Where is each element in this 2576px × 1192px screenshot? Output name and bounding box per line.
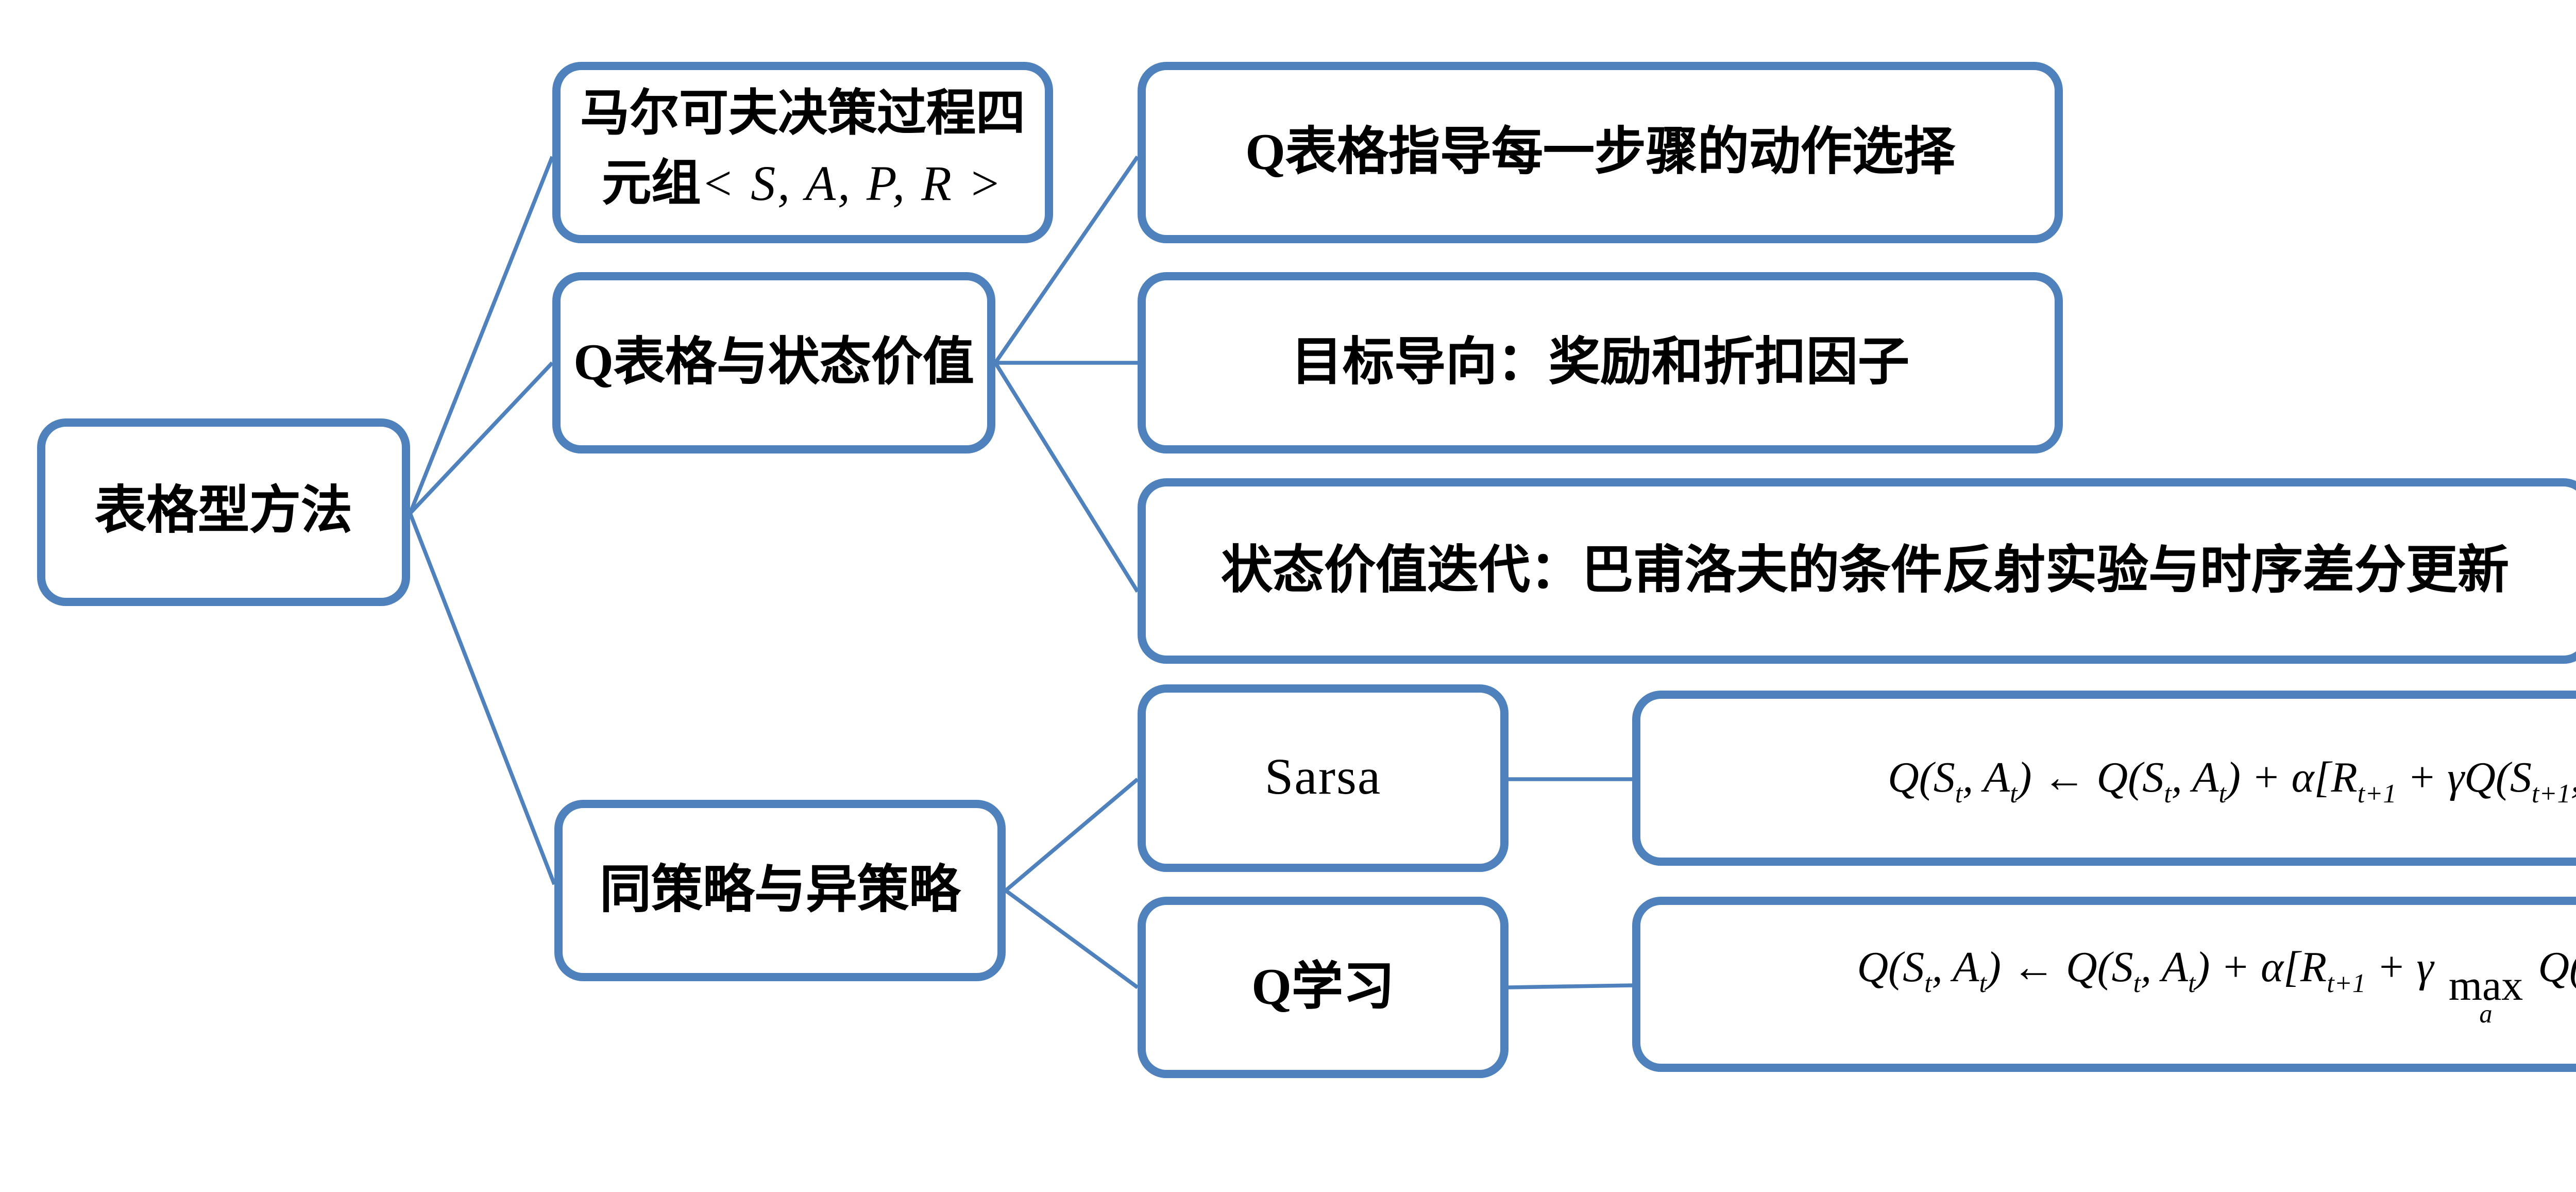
- node-sarsa: Sarsa: [1138, 684, 1509, 872]
- node-qtable-child2-label: 目标导向：奖励和折扣因子: [1291, 335, 1909, 391]
- node-policy-label: 同策略与异策略: [599, 863, 960, 918]
- node-qtable-child3-label: 状态价值迭代：巴甫洛夫的条件反射实验与时序差分更新: [1221, 543, 2509, 599]
- node-mdp-line1: 马尔可夫决策过程四: [580, 89, 1025, 143]
- connector-qtable-child1: [993, 155, 1140, 364]
- connector-qtable-child3: [993, 361, 1140, 593]
- node-qlearning-label: Q学习: [1251, 960, 1395, 1015]
- node-qtable-label: Q表格与状态价值: [573, 335, 974, 391]
- node-sarsa-formula: Q(St, At) ← Q(St, At) + α[Rt+1 + γQ(St+1…: [1632, 691, 2576, 866]
- node-mdp-line2-text: 元组: [602, 159, 701, 212]
- node-mdp-line2: 元组< S, A, P, R >: [580, 153, 1025, 222]
- node-qtable: Q表格与状态价值: [552, 272, 995, 454]
- node-mdp-line2-math: < S, A, P, R >: [701, 159, 1004, 212]
- connector-root-policy: [408, 512, 556, 885]
- connector-policy-sarsa: [1004, 778, 1139, 892]
- node-qtable-child1-label: Q表格指导每一步骤的动作选择: [1245, 125, 1955, 180]
- node-qlearning: Q学习: [1138, 897, 1509, 1078]
- connector-root-mdp: [408, 156, 554, 514]
- connector-policy-qlearning: [1004, 888, 1139, 989]
- connector-root-qtable: [409, 361, 554, 515]
- node-sarsa-label: Sarsa: [1264, 750, 1382, 806]
- node-mdp: 马尔可夫决策过程四 元组< S, A, P, R >: [552, 62, 1053, 243]
- node-qtable-child2: 目标导向：奖励和折扣因子: [1138, 272, 2063, 454]
- node-root-label: 表格型方法: [94, 484, 352, 540]
- node-qtable-child1: Q表格指导每一步骤的动作选择: [1138, 62, 2063, 243]
- node-mdp-label: 马尔可夫决策过程四 元组< S, A, P, R >: [580, 83, 1025, 222]
- sarsa-update-formula: Q(St, At) ← Q(St, At) + α[Rt+1 + γQ(St+1…: [1888, 752, 2576, 809]
- node-policy: 同策略与异策略: [554, 800, 1006, 981]
- connector-qlearning-formula: [1508, 983, 1633, 989]
- node-qtable-child3: 状态价值迭代：巴甫洛夫的条件反射实验与时序差分更新: [1138, 478, 2576, 664]
- node-root: 表格型方法: [37, 418, 410, 606]
